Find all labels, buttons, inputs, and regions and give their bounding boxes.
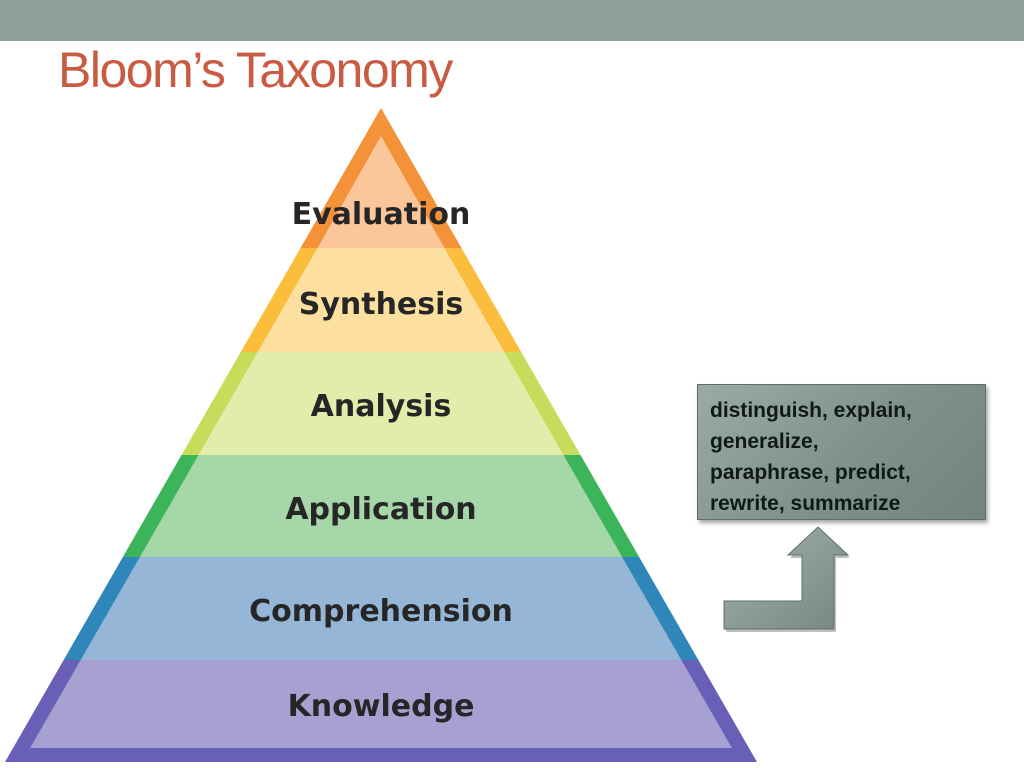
callout-line: generalize, (710, 430, 819, 453)
pyramid-level-comprehension (63, 557, 699, 660)
callout-line: paraphrase, predict, (710, 461, 911, 484)
pyramid-level-knowledge (5, 660, 757, 762)
pyramid-level-application (122, 455, 640, 557)
slide-title: Bloom’s Taxonomy (58, 42, 453, 98)
level-label-analysis: Analysis (311, 389, 452, 424)
level-label-application: Application (285, 492, 476, 527)
callout-line: distinguish, explain, (710, 399, 912, 422)
pyramid-level-fill (198, 352, 564, 455)
pyramid-level-analysis (181, 352, 581, 455)
pyramid-level-evaluation (300, 108, 462, 248)
pyramid-level-fill (80, 557, 682, 660)
pyramid-level-fill (317, 136, 445, 248)
pyramid-level-fill (30, 660, 732, 748)
level-label-comprehension: Comprehension (249, 594, 513, 629)
callout-text: distinguish, explain, generalize, paraph… (710, 395, 977, 519)
level-label-evaluation: Evaluation (292, 197, 471, 232)
callout-line: rewrite, summarize (710, 492, 901, 515)
pyramid-level-fill (139, 455, 623, 557)
level-label-knowledge: Knowledge (288, 689, 475, 724)
top-bar (0, 0, 1024, 41)
up-turn-arrow-icon (723, 526, 850, 632)
callout-box: distinguish, explain, generalize, paraph… (697, 384, 986, 520)
pyramid-level-synthesis (240, 248, 522, 352)
pyramid-level-fill (257, 248, 505, 352)
level-label-synthesis: Synthesis (299, 287, 464, 322)
